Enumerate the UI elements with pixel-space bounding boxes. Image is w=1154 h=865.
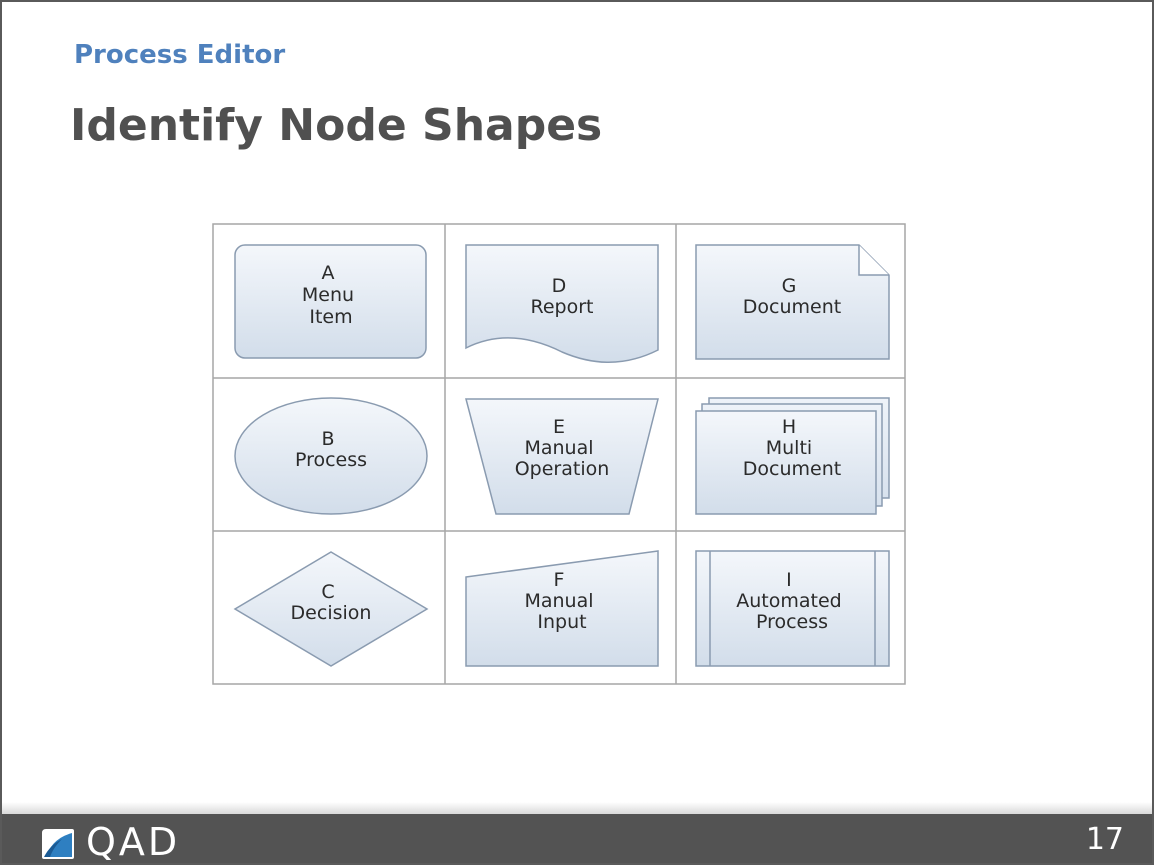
page-title: Identify Node Shapes [70,100,603,151]
shape-grid [212,223,906,685]
shape-label-line: Manual [524,590,593,612]
node-manual-input: F Manual Input [465,550,659,667]
trapezoid-shape [465,398,659,515]
shape-letter: D [552,275,567,297]
ellipse-shape [234,397,428,515]
folded-corner [858,245,889,276]
svg-text:B Process: B Process [295,428,367,471]
page-number: 17 [1085,822,1124,857]
node-shapes-diagram: A Menu Item D Report G Document [212,223,906,685]
node-process: B Process [234,397,428,515]
shape-label-line: Report [531,296,594,318]
svg-text:C Decision: C Decision [291,581,372,624]
node-decision: C Decision [233,551,429,667]
shape-label-line: Operation [515,458,610,480]
shape-letter: A [321,262,334,284]
shape-letter: I [786,569,792,591]
node-report: D Report [465,244,659,363]
shape-label-line: Document [743,296,841,318]
document-shape [695,244,890,360]
shape-label-line: Manual [524,437,593,459]
shape-letter: G [782,275,797,297]
shape-label-line: Process [295,449,367,471]
shape-label-line: Item [309,306,352,328]
svg-text:D Report: D Report [531,275,594,318]
shape-label-line: Process [756,611,828,633]
shape-letter: H [782,416,796,438]
shape-label-line: Input [537,611,586,633]
node-automated-process: I Automated Process [695,550,890,667]
shape-letter: B [321,428,334,450]
shape-label-line: Decision [291,602,372,624]
diamond-shape [233,551,429,667]
qad-logo-icon [42,829,74,859]
svg-text:G Document: G Document [743,275,841,318]
svg-text:H Multi Do: H Multi Document [743,416,841,480]
svg-text:F Manual I: F Manual Input [524,569,599,633]
shape-label-line: Document [743,458,841,480]
node-multi-document: H Multi Document [695,397,890,515]
rounded-rectangle-shape [234,244,427,359]
node-menu-item: A Menu Item [234,244,427,359]
footer-bar [2,814,1152,863]
sloped-top-shape [465,550,659,667]
predefined-process-shape [695,550,890,667]
svg-text:E Manual O: E Manual Operation [515,416,610,480]
grid-border [212,223,906,685]
shape-letter: E [553,416,565,438]
shape-letter: C [321,581,334,603]
svg-text:A Menu Ite: A Menu Item [302,262,360,328]
shape-label-line: Automated [736,590,841,612]
svg-text:I Automated: I Automated Process [736,569,848,633]
node-document: G Document [695,244,890,360]
shape-letter: F [554,569,565,591]
shape-label-line: Menu [302,284,354,306]
section-title: Process Editor [74,40,286,70]
footer-shadow [2,802,1152,814]
shape-label-line: Multi [766,437,812,459]
front-document [695,410,877,515]
logo-text: QAD [86,820,181,864]
report-shape [465,244,659,363]
node-manual-operation: E Manual Operation [465,398,659,515]
